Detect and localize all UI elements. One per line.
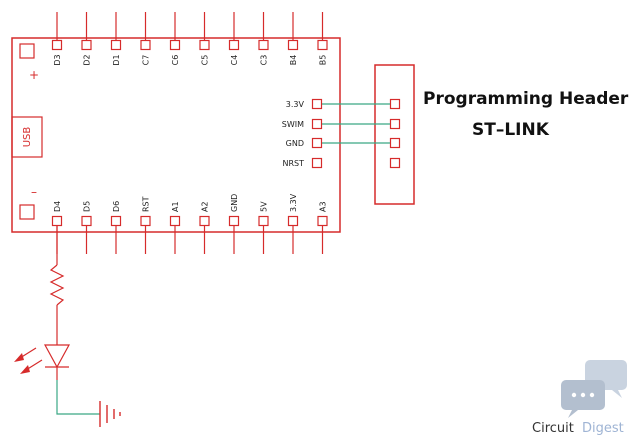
swd-pin-pad xyxy=(311,118,323,130)
pin-pad xyxy=(140,39,151,51)
swd-pin-label: 3.3V xyxy=(286,100,305,109)
pin-pad xyxy=(110,39,122,51)
minus-sign: – xyxy=(31,185,37,199)
bottom-pin-label: D5 xyxy=(83,201,92,212)
led-light-arrows xyxy=(14,347,43,374)
pin-pad xyxy=(317,39,328,51)
led xyxy=(14,344,71,380)
header-title-line1: Programming Header xyxy=(423,89,629,109)
swd-pin-label: NRST xyxy=(282,159,304,168)
swd-pin-label: SWIM xyxy=(282,120,304,129)
bottom-pin-label: RST xyxy=(142,196,151,212)
ground-connection xyxy=(56,380,121,427)
header-outline xyxy=(374,64,415,205)
top-pin-label: C5 xyxy=(201,55,210,66)
bottom-pin-label: D6 xyxy=(112,201,121,212)
pin-pad xyxy=(258,39,269,51)
plus-pad xyxy=(19,43,35,59)
header-title-line2: ST–LINK xyxy=(472,120,550,140)
pin-pad xyxy=(51,39,63,51)
pin-pad xyxy=(287,39,299,51)
pin-pad xyxy=(140,215,151,227)
minus-pad xyxy=(19,204,35,220)
header-pins xyxy=(389,98,401,169)
board-top-pins: D3 D2 D1 C7 C6 C5 C4 C3 B4 B5 xyxy=(51,12,328,66)
usb-connector xyxy=(11,116,43,158)
top-pin-label: C4 xyxy=(230,55,239,66)
board-bottom-pins: D4 D5 D6 RST A1 A2 GND 5V 3.3V A3 xyxy=(51,193,328,254)
watermark-circuit: Circuit xyxy=(532,421,574,436)
top-pin-label: D2 xyxy=(83,54,92,65)
top-pin-label: C7 xyxy=(142,55,151,66)
top-pin-label: B5 xyxy=(319,55,328,66)
top-pin-label: C3 xyxy=(260,55,269,66)
header-pin-pad xyxy=(389,98,401,110)
bottom-pin-label: GND xyxy=(230,194,239,212)
pin-pad xyxy=(228,215,240,227)
swd-pin-label: GND xyxy=(286,139,304,148)
watermark-digest: Digest xyxy=(582,421,624,436)
swd-pin-pad xyxy=(311,137,323,149)
pin-pad xyxy=(317,215,328,227)
pin-pad xyxy=(110,215,122,227)
pin-pad xyxy=(258,215,269,227)
bottom-pin-label: 5V xyxy=(260,201,269,212)
plus-sign: + xyxy=(29,68,39,82)
pin-pad xyxy=(81,215,92,227)
pin-pad xyxy=(81,39,92,51)
pin-pad xyxy=(228,39,240,51)
usb-label: USB xyxy=(22,127,33,148)
bottom-pin-label: A2 xyxy=(201,201,210,212)
pin-pad xyxy=(51,215,63,227)
bottom-pin-label: D4 xyxy=(53,201,62,212)
pin-pad xyxy=(199,215,210,227)
header-pin-pad xyxy=(389,118,401,130)
top-pin-label: B4 xyxy=(289,55,298,66)
pin-pad xyxy=(199,39,210,51)
bottom-pin-label: A3 xyxy=(319,201,328,212)
bottom-pin-label: A1 xyxy=(171,201,180,212)
swd-pin-pad xyxy=(311,98,323,110)
resistor xyxy=(49,226,65,345)
pin-pad xyxy=(169,215,181,227)
top-pin-label: D3 xyxy=(53,54,62,65)
board-side-pins: 3.3V SWIM GND NRST xyxy=(282,98,323,169)
pin-pad xyxy=(287,215,299,227)
pin-pad xyxy=(169,39,181,51)
chat-bubble-icon xyxy=(561,380,605,418)
top-pin-label: D1 xyxy=(112,54,121,65)
header-pin-pad xyxy=(389,137,401,149)
circuitdigest-logo: Circuit Digest xyxy=(532,360,627,436)
connection-wires xyxy=(322,103,390,144)
swd-pin-pad xyxy=(311,157,323,169)
header-pin-pad xyxy=(389,157,401,169)
bottom-pin-label: 3.3V xyxy=(289,193,298,212)
top-pin-label: C6 xyxy=(171,55,180,66)
